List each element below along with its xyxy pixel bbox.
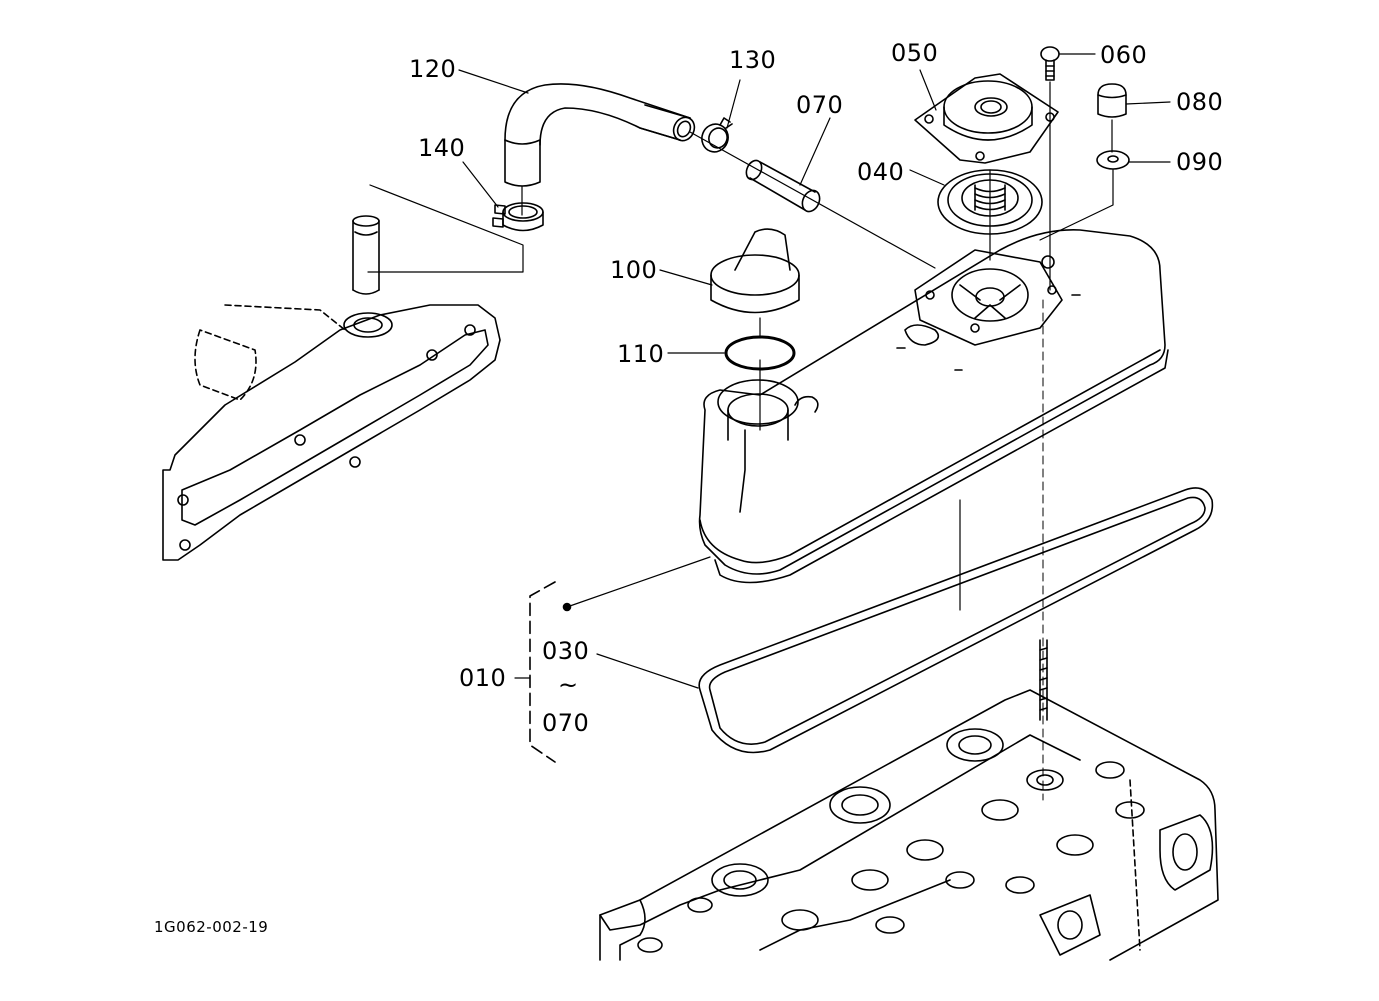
callout-030: 030	[542, 637, 590, 665]
callout-140: 140	[418, 134, 466, 162]
callout-040: 040	[857, 158, 905, 186]
callout-050: 050	[891, 39, 939, 67]
washer-090	[1039, 150, 1171, 241]
filler-cap-100	[710, 228, 800, 339]
callout-060: 060	[1100, 41, 1148, 69]
callout-100: 100	[610, 256, 658, 284]
gasket-030	[698, 487, 1214, 754]
callout-110: 110	[617, 340, 665, 368]
callout-130: 130	[729, 46, 777, 74]
callout-070: 070	[796, 91, 844, 119]
head-cover	[698, 229, 1169, 611]
callout-range-symbol: ~	[558, 671, 579, 699]
callout-120: 120	[409, 55, 457, 83]
leader-lines	[458, 69, 945, 689]
hose-120	[504, 83, 696, 216]
callout-080: 080	[1176, 88, 1224, 116]
drawing-code: 1G062-002-19	[154, 918, 269, 936]
assembly-bracket	[514, 581, 556, 763]
cap-nut-080	[1097, 83, 1171, 153]
screw-060	[1040, 46, 1096, 291]
callout-090: 090	[1176, 148, 1224, 176]
callout-070-range: 070	[542, 709, 590, 737]
pipe-left	[352, 215, 380, 295]
stud-bolt	[1039, 299, 1048, 801]
assembly-dot	[562, 602, 572, 612]
clamp-140	[492, 202, 544, 232]
pipe-070	[689, 131, 936, 269]
leader-140-box	[367, 184, 524, 273]
callout-010: 010	[459, 664, 507, 692]
diaphragm-040	[937, 169, 1043, 261]
intake-manifold	[162, 304, 501, 561]
cylinder-head	[599, 689, 1219, 961]
clamp-130	[701, 117, 733, 153]
cover-050	[914, 73, 1059, 164]
